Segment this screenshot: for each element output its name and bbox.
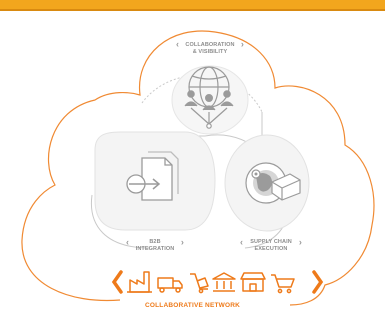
chevron-left-icon: ‹ xyxy=(176,39,180,49)
node-backgrounds xyxy=(94,65,310,232)
b2b-label-line2: INTEGRATION xyxy=(135,246,175,252)
shopping-cart-icon xyxy=(271,274,295,294)
top-accent-bar xyxy=(0,0,385,11)
collaboration-label-line1: COLLABORATION xyxy=(185,42,235,48)
truck-icon xyxy=(157,277,183,293)
bank-icon xyxy=(212,272,236,292)
b2b-label-line1: B2B xyxy=(149,239,161,245)
collaboration-label-line2: & VISIBILITY xyxy=(192,49,228,55)
chevron-right-icon: › xyxy=(180,237,184,247)
chevron-left-icon: ‹ xyxy=(126,237,130,247)
globe-box-icon xyxy=(245,162,301,204)
collaborative-network-title: COLLABORATIVE NETWORK xyxy=(144,302,241,309)
b2b-label: ‹ B2B INTEGRATION › xyxy=(124,237,186,253)
chevron-right-icon: › xyxy=(240,39,244,49)
document-arrow-icon xyxy=(126,151,179,201)
supply-chain-label-line2: EXECUTION xyxy=(254,246,288,252)
handcart-icon xyxy=(190,273,209,294)
collaboration-label: ‹ COLLABORATION & VISIBILITY › xyxy=(172,39,248,56)
globe-people-icon xyxy=(184,66,234,129)
network-chevron-left xyxy=(111,270,123,294)
store-icon xyxy=(240,272,266,292)
cloud-outline xyxy=(21,30,375,306)
chevron-right-icon: › xyxy=(298,237,302,247)
factory-icon xyxy=(127,271,152,293)
supply-chain-label: ‹ SUPPLY CHAIN EXECUTION › xyxy=(238,237,304,253)
chevron-left-icon: ‹ xyxy=(240,237,244,247)
supply-chain-label-line1: SUPPLY CHAIN xyxy=(250,239,292,245)
network-chevron-right xyxy=(312,270,324,294)
